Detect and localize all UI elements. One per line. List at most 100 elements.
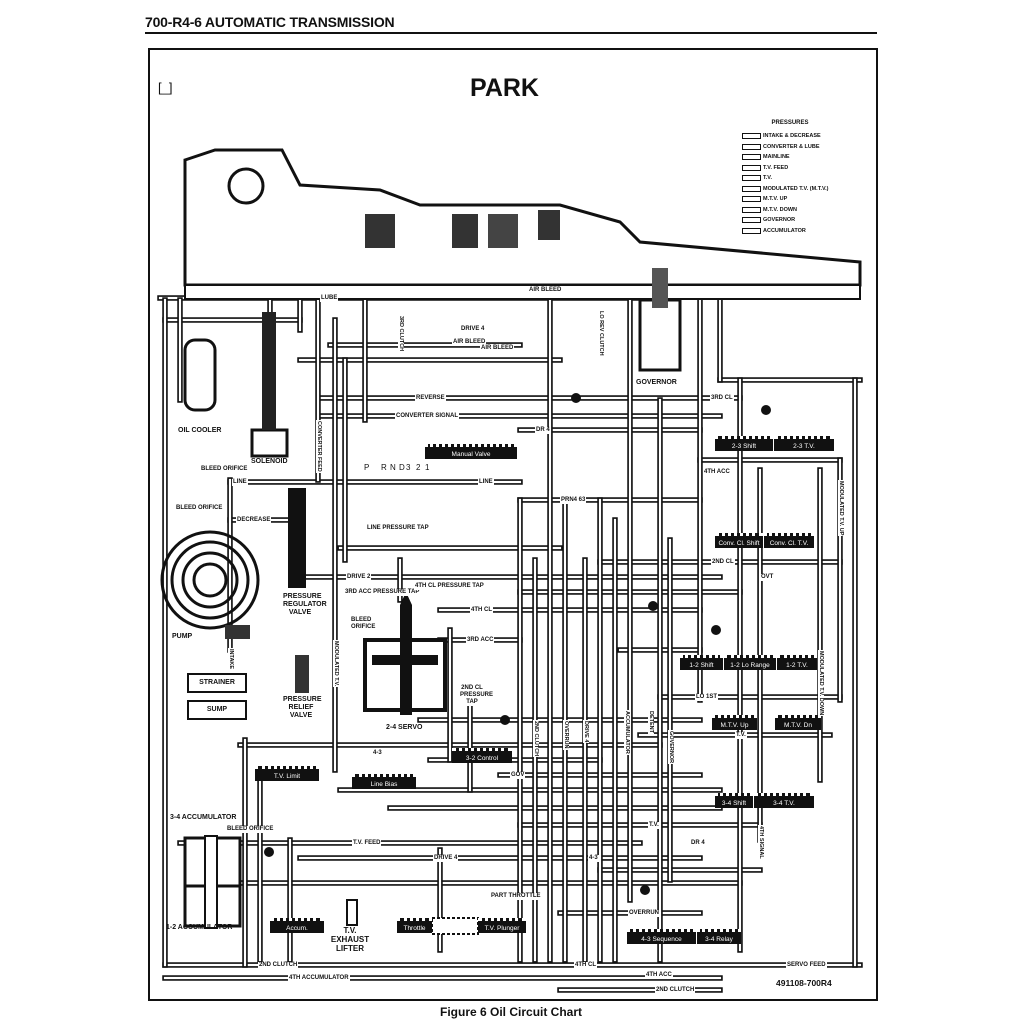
valve-3-4-shift: 3-4 Shift	[715, 793, 753, 808]
valve-conv-cl-shift: Conv. Cl. Shift	[715, 533, 763, 548]
label-air-bleed: AIR BLEED	[452, 339, 487, 346]
governor-gear	[652, 268, 668, 308]
selector-n: N	[390, 463, 396, 472]
legend-item: M.T.V. UP	[742, 194, 852, 205]
passage-tv: T.V.	[735, 732, 747, 739]
label-3rd-acc-tap: 3RD ACC PRESSURE TAP	[344, 589, 421, 596]
passage-servo-feed: SERVO FEED	[786, 962, 827, 969]
valve-mtv-dn: M.T.V. Dn	[775, 715, 821, 730]
pump-spring	[225, 625, 250, 639]
legend-swatch	[742, 154, 761, 161]
selector-3: 3	[406, 463, 411, 472]
passage-decrease: DECREASE	[236, 517, 272, 524]
passage-dr4: DR 4	[535, 427, 551, 434]
valve-4-3-sequence: 4-3 Sequence	[627, 929, 696, 944]
check-ball	[761, 405, 771, 415]
label-bleed-orifice: BLEED ORIFICE	[226, 826, 275, 833]
pressure-relief-spring	[295, 655, 309, 693]
legend-swatch	[742, 206, 761, 213]
valve-line-bias: Line Bias	[352, 774, 416, 789]
selector-p: P	[364, 463, 370, 472]
valve-tv-limit: T.V. Limit	[255, 766, 319, 781]
passage-2nd-clutch: 2ND CLUTCH	[258, 962, 299, 969]
clutch-pack	[488, 214, 518, 248]
legend-heading: PRESSURES	[771, 120, 809, 126]
diagram-code: 491108-700R4	[776, 978, 832, 988]
selector-2: 2	[416, 463, 421, 472]
legend-item: GOVERNOR	[742, 215, 852, 226]
valve-accumulator: Accum.	[270, 918, 324, 933]
label-pump: PUMP	[172, 633, 193, 640]
legend-swatch	[742, 196, 761, 203]
accumulator-piston	[204, 835, 218, 929]
vpassage-overrun: OVERRUN	[563, 720, 569, 750]
label-bleed-orifice: BLEED ORIFICE	[350, 617, 376, 631]
legend-label: GOVERNOR	[763, 217, 796, 224]
label-pressure-regulator: PRESSURE REGULATOR VALVE	[283, 593, 327, 616]
valve-conv-cl-tv: Conv. Cl. T.V.	[764, 533, 814, 548]
legend-item: T.V. FEED	[742, 163, 852, 174]
vpassage-modulated-tv: MODULATED T.V.	[333, 640, 339, 688]
passage-4-3: 4-3	[372, 750, 383, 757]
label-oil-cooler: OIL COOLER	[178, 427, 222, 434]
legend-label: T.V. FEED	[763, 164, 789, 171]
passage-drive-2: DRIVE 2	[346, 574, 372, 581]
passage-converter-signal: CONVERTER SIGNAL	[395, 413, 460, 420]
check-ball	[640, 885, 650, 895]
passage-part-throttle: PART THROTTLE	[490, 893, 542, 900]
vpassage-3rd-clutch: 3RD CLUTCH	[398, 315, 404, 353]
tv-exhaust-lifter	[346, 899, 358, 926]
strainer: STRAINER	[187, 673, 247, 693]
label-solenoid: SOLENOID	[251, 458, 288, 465]
passage-lube: LUBE	[320, 295, 339, 302]
legend-label: MAINLINE	[763, 154, 790, 161]
passage-prn463: PRN4 63	[560, 497, 587, 504]
vpassage-governor: GOVERNOR	[668, 730, 674, 765]
diagram-frame	[148, 48, 878, 1001]
label-tv-exhaust-lifter: T.V. EXHAUST LIFTER	[330, 926, 370, 953]
valve-1-2-lo-range: 1-2 Lo Range	[724, 655, 776, 670]
vpassage-lo-rev-clutch: LO REV CLUTCH	[598, 310, 604, 357]
label-2nd-cl-tap: 2ND CL PRESSURE TAP	[459, 685, 494, 706]
page-header-title: 700-R4-6 AUTOMATIC TRANSMISSION	[145, 14, 395, 30]
selector-r: R	[381, 463, 387, 472]
legend-label: CONVERTER & LUBE	[763, 143, 820, 150]
check-ball	[500, 715, 510, 725]
check-ball	[571, 393, 581, 403]
throttle-spring	[431, 917, 479, 935]
header-rule	[145, 32, 877, 34]
pressure-regulator-valve	[288, 488, 306, 588]
passage-drive-4: DRIVE 4	[433, 855, 459, 862]
label-4th-cl-tap: 4TH CL PRESSURE TAP	[414, 583, 485, 590]
label-1-2-accumulator: 1-2 ACCUMULATOR	[166, 924, 233, 931]
valve-3-2-control: 3-2 Control	[452, 748, 512, 763]
passage-3rd-acc: 3RD ACC	[466, 637, 495, 644]
vpassage-4th-signal: 4TH SIGNAL	[758, 825, 764, 860]
figure-caption: Figure 6 Oil Circuit Chart	[440, 1005, 583, 1019]
valve-3-4-relay: 3-4 Relay	[697, 929, 741, 944]
output-shaft	[184, 284, 861, 300]
manual-valve[interactable]: Manual Valve	[425, 444, 517, 459]
passage-4th-cl: 4TH CL	[470, 607, 493, 614]
passage-tv: T.V.	[648, 822, 660, 829]
passage-4th-cl: 4TH CL	[574, 962, 597, 969]
sump: SUMP	[187, 700, 247, 720]
legend-label: MODULATED T.V. (M.T.V.)	[763, 185, 829, 192]
legend-swatch	[742, 217, 761, 224]
passage-3rd-cl: 3RD CL	[710, 395, 734, 402]
legend-label: ACCUMULATOR	[763, 227, 806, 234]
corner-mark: [_]	[158, 80, 173, 95]
valve-1-2-tv: 1-2 T.V.	[777, 655, 817, 670]
valve-tv-plunger: T.V. Plunger	[478, 918, 526, 933]
vpassage-drive-4: DRIVE 4	[583, 720, 589, 744]
valve-1-2-shift: 1-2 Shift	[680, 655, 723, 670]
vpassage-converter-feed: CONVERTER FEED	[316, 420, 322, 473]
torque-converter	[227, 167, 265, 205]
valve-throttle: Throttle	[397, 918, 432, 933]
legend-item: MODULATED T.V. (M.T.V.)	[742, 184, 852, 195]
passage-overrun: OVERRUN	[628, 910, 661, 917]
passage-4-3: 4-3	[588, 855, 599, 862]
valve-mtv-up: M.T.V. Up	[712, 715, 757, 730]
check-ball	[264, 847, 274, 857]
